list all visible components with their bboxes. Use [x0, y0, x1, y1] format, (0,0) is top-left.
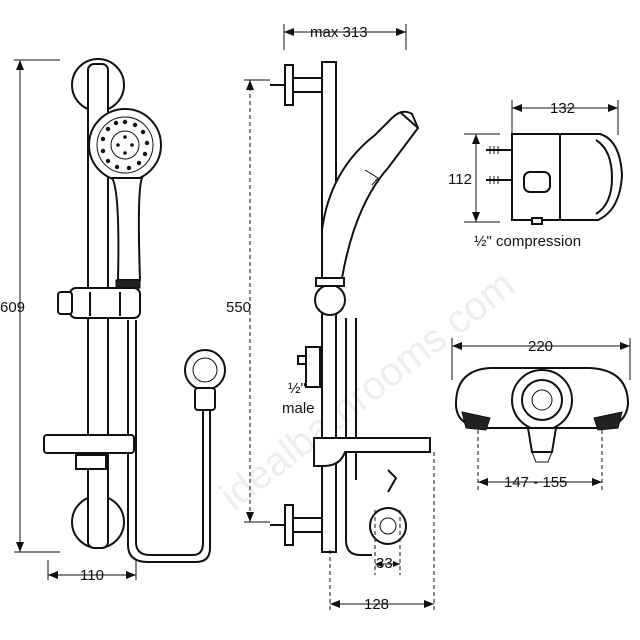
dim-147-155-label: 147 - 155	[504, 474, 567, 491]
dim-110-label: 110	[80, 567, 104, 584]
dim-33-label: 33	[376, 555, 393, 572]
valve-front-view: 220 147 - 155	[451, 338, 631, 491]
inlet-type-label: male	[282, 400, 315, 417]
valve-side-view: 132 112 ½" compression	[448, 100, 624, 250]
dim-132-label: 132	[550, 100, 575, 117]
dim-112-label: 112	[448, 171, 472, 188]
dim-609-label: 609	[0, 299, 25, 316]
dim-max-313-label: max 313	[310, 24, 368, 41]
front-view: 609	[0, 58, 226, 584]
dim-550-label: 550	[226, 299, 251, 316]
inlet-size-label: ½"	[288, 380, 306, 397]
compression-label: ½" compression	[474, 233, 581, 250]
dim-128-label: 128	[364, 596, 389, 613]
dim-220-label: 220	[528, 338, 553, 355]
side-view: max 313 550 ½" male	[226, 24, 435, 613]
